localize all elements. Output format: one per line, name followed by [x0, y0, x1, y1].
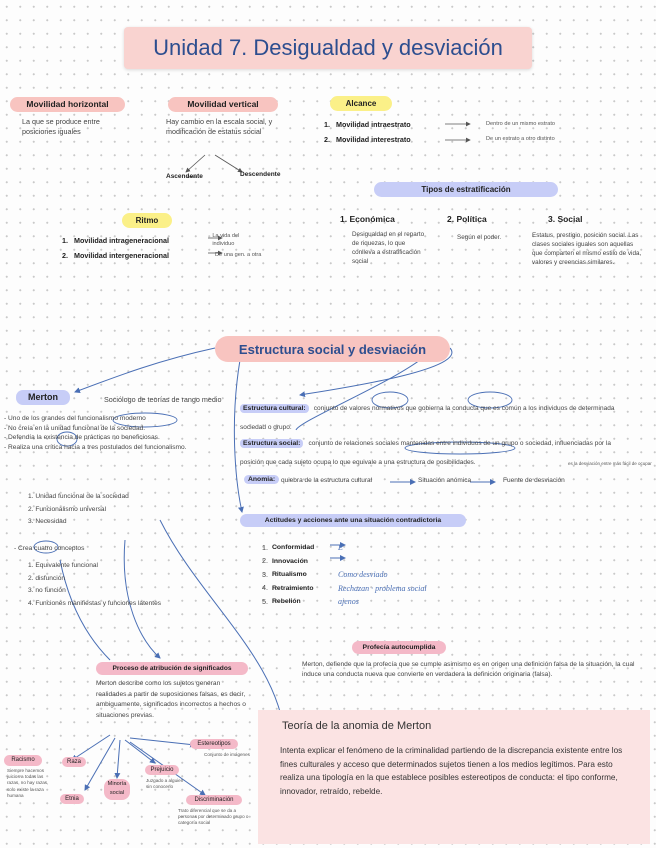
descendente-label: Descendente — [240, 171, 281, 178]
etnia-tag: Etnia — [60, 794, 84, 804]
movilidad-vertical-text: Hay cambio en la escala social, y modifi… — [166, 117, 273, 137]
atribucion-text: Merton describe como los sujetos generan… — [96, 680, 246, 719]
actitud-item: 4. Retraimiento Rechazan · problema soci… — [262, 583, 427, 593]
estructura-heading: Estructura social y desviación — [215, 336, 450, 362]
page-title-text: Unidad 7. Desigualdad y desviación — [153, 35, 503, 60]
actitud-item: 2. Innovación — [262, 556, 308, 566]
tipo-social-text: Estatus, prestigio, posición social. Las… — [532, 232, 642, 267]
anomia-note: es la desviación entre más fácil de ocup… — [568, 461, 652, 466]
tipo-politica-text: Según el poder. — [457, 234, 502, 241]
movilidad-horizontal-heading: Movilidad horizontal — [10, 97, 125, 112]
discriminacion-tag: Discriminación — [186, 795, 242, 805]
estereotipos-tag: Estereotipos — [190, 739, 238, 749]
estructura-cultural: Estructura cultural: conjunto de valores… — [240, 404, 615, 431]
tipo-economica: 1. Económica — [340, 214, 395, 224]
estructura-social-def: Estructura social: conjunto de relacione… — [240, 439, 611, 466]
anomia-row: Anomia: quiebra de la estructura cultura… — [244, 475, 644, 489]
merton-desc: Sociólogo de teorías de rango medio — [104, 395, 222, 404]
actitudes-list: 1. Conformidad E 2. Innovación 3. Ritual… — [262, 541, 522, 609]
merton-crea: - Crea cuatro conceptos — [14, 545, 85, 552]
movilidad-vertical-heading: Movilidad vertical — [168, 97, 278, 112]
merton-bullets: - Uno de los grandes del funcionalismo m… — [4, 415, 187, 451]
prejuicio-tag: Prejuicio — [145, 765, 179, 775]
actitud-item: 1. Conformidad E — [262, 542, 343, 553]
estereotipos-text: Conjunto de imágenes — [204, 752, 250, 757]
tipo-economica-text: Desigualdad en el reparto de riquezas, l… — [352, 231, 425, 266]
ritmo-item: 1. Movilidad intrageneracional La vida d… — [62, 232, 240, 247]
actitud-item: 3. Ritualismo Como desviado — [262, 569, 388, 580]
tipo-politica: 2. Política — [447, 214, 487, 224]
ritmo-heading: Ritmo — [122, 213, 172, 228]
alcance-item: 2. Movilidad interestrato De un estrato … — [324, 135, 555, 144]
tipo-social: 3. Social — [548, 214, 583, 224]
tipos-heading: Tipos de estratificación — [374, 182, 558, 197]
raza-tag: Raza — [62, 757, 86, 767]
page-title: Unidad 7. Desigualdad y desviación — [124, 27, 532, 69]
atribucion-heading: Proceso de atribución de significados — [96, 662, 248, 675]
profecia-text: Merton, defiende que la profecía que se … — [302, 661, 635, 678]
racismo-text: Siempre hacemos juicios a todas las raza… — [7, 768, 49, 798]
merton-conceptos: 1. Equivalente funcional 2. disfunción 3… — [28, 562, 162, 607]
actitud-item: 5. Rebelión ajenos — [262, 596, 359, 607]
ritmo-item: 2. Movilidad intergeneracional De una ge… — [62, 251, 262, 260]
discriminacion-text: Trato diferencial que se da a personas p… — [178, 808, 249, 826]
movilidad-horizontal-text: La que se produce entre posiciones igual… — [22, 117, 100, 137]
anomia-theory-title: Teoría de la anomia de Merton — [282, 720, 432, 732]
actitudes-heading: Actitudes y acciones ante una situación … — [240, 514, 466, 527]
profecia-heading: Profecía autocumplida — [352, 641, 446, 654]
minoria-tag: Minoría social — [104, 779, 130, 800]
prejuicio-text: Juzgado a alguien sin conocerlo — [146, 778, 184, 790]
ascendente-label: Ascendente — [166, 173, 203, 180]
ritmo-list: 1. Movilidad intrageneracional La vida d… — [62, 233, 262, 263]
anomia-theory-text: Intenta explicar el fenómeno de la crimi… — [280, 746, 623, 796]
merton-postulados: 1. Unidad funcional de la sociedad 2. Fu… — [28, 493, 129, 526]
merton-heading: Merton — [16, 390, 70, 405]
anomia-theory-box: Teoría de la anomia de Merton Intenta ex… — [258, 710, 650, 844]
alcance-heading: Alcance — [330, 96, 392, 111]
alcance-item: 1. Movilidad intraestrato Dentro de un m… — [324, 120, 556, 129]
alcance-list: 1. Movilidad intraestrato Dentro de un m… — [324, 117, 594, 147]
racismo-tag: Racismo — [4, 755, 42, 766]
